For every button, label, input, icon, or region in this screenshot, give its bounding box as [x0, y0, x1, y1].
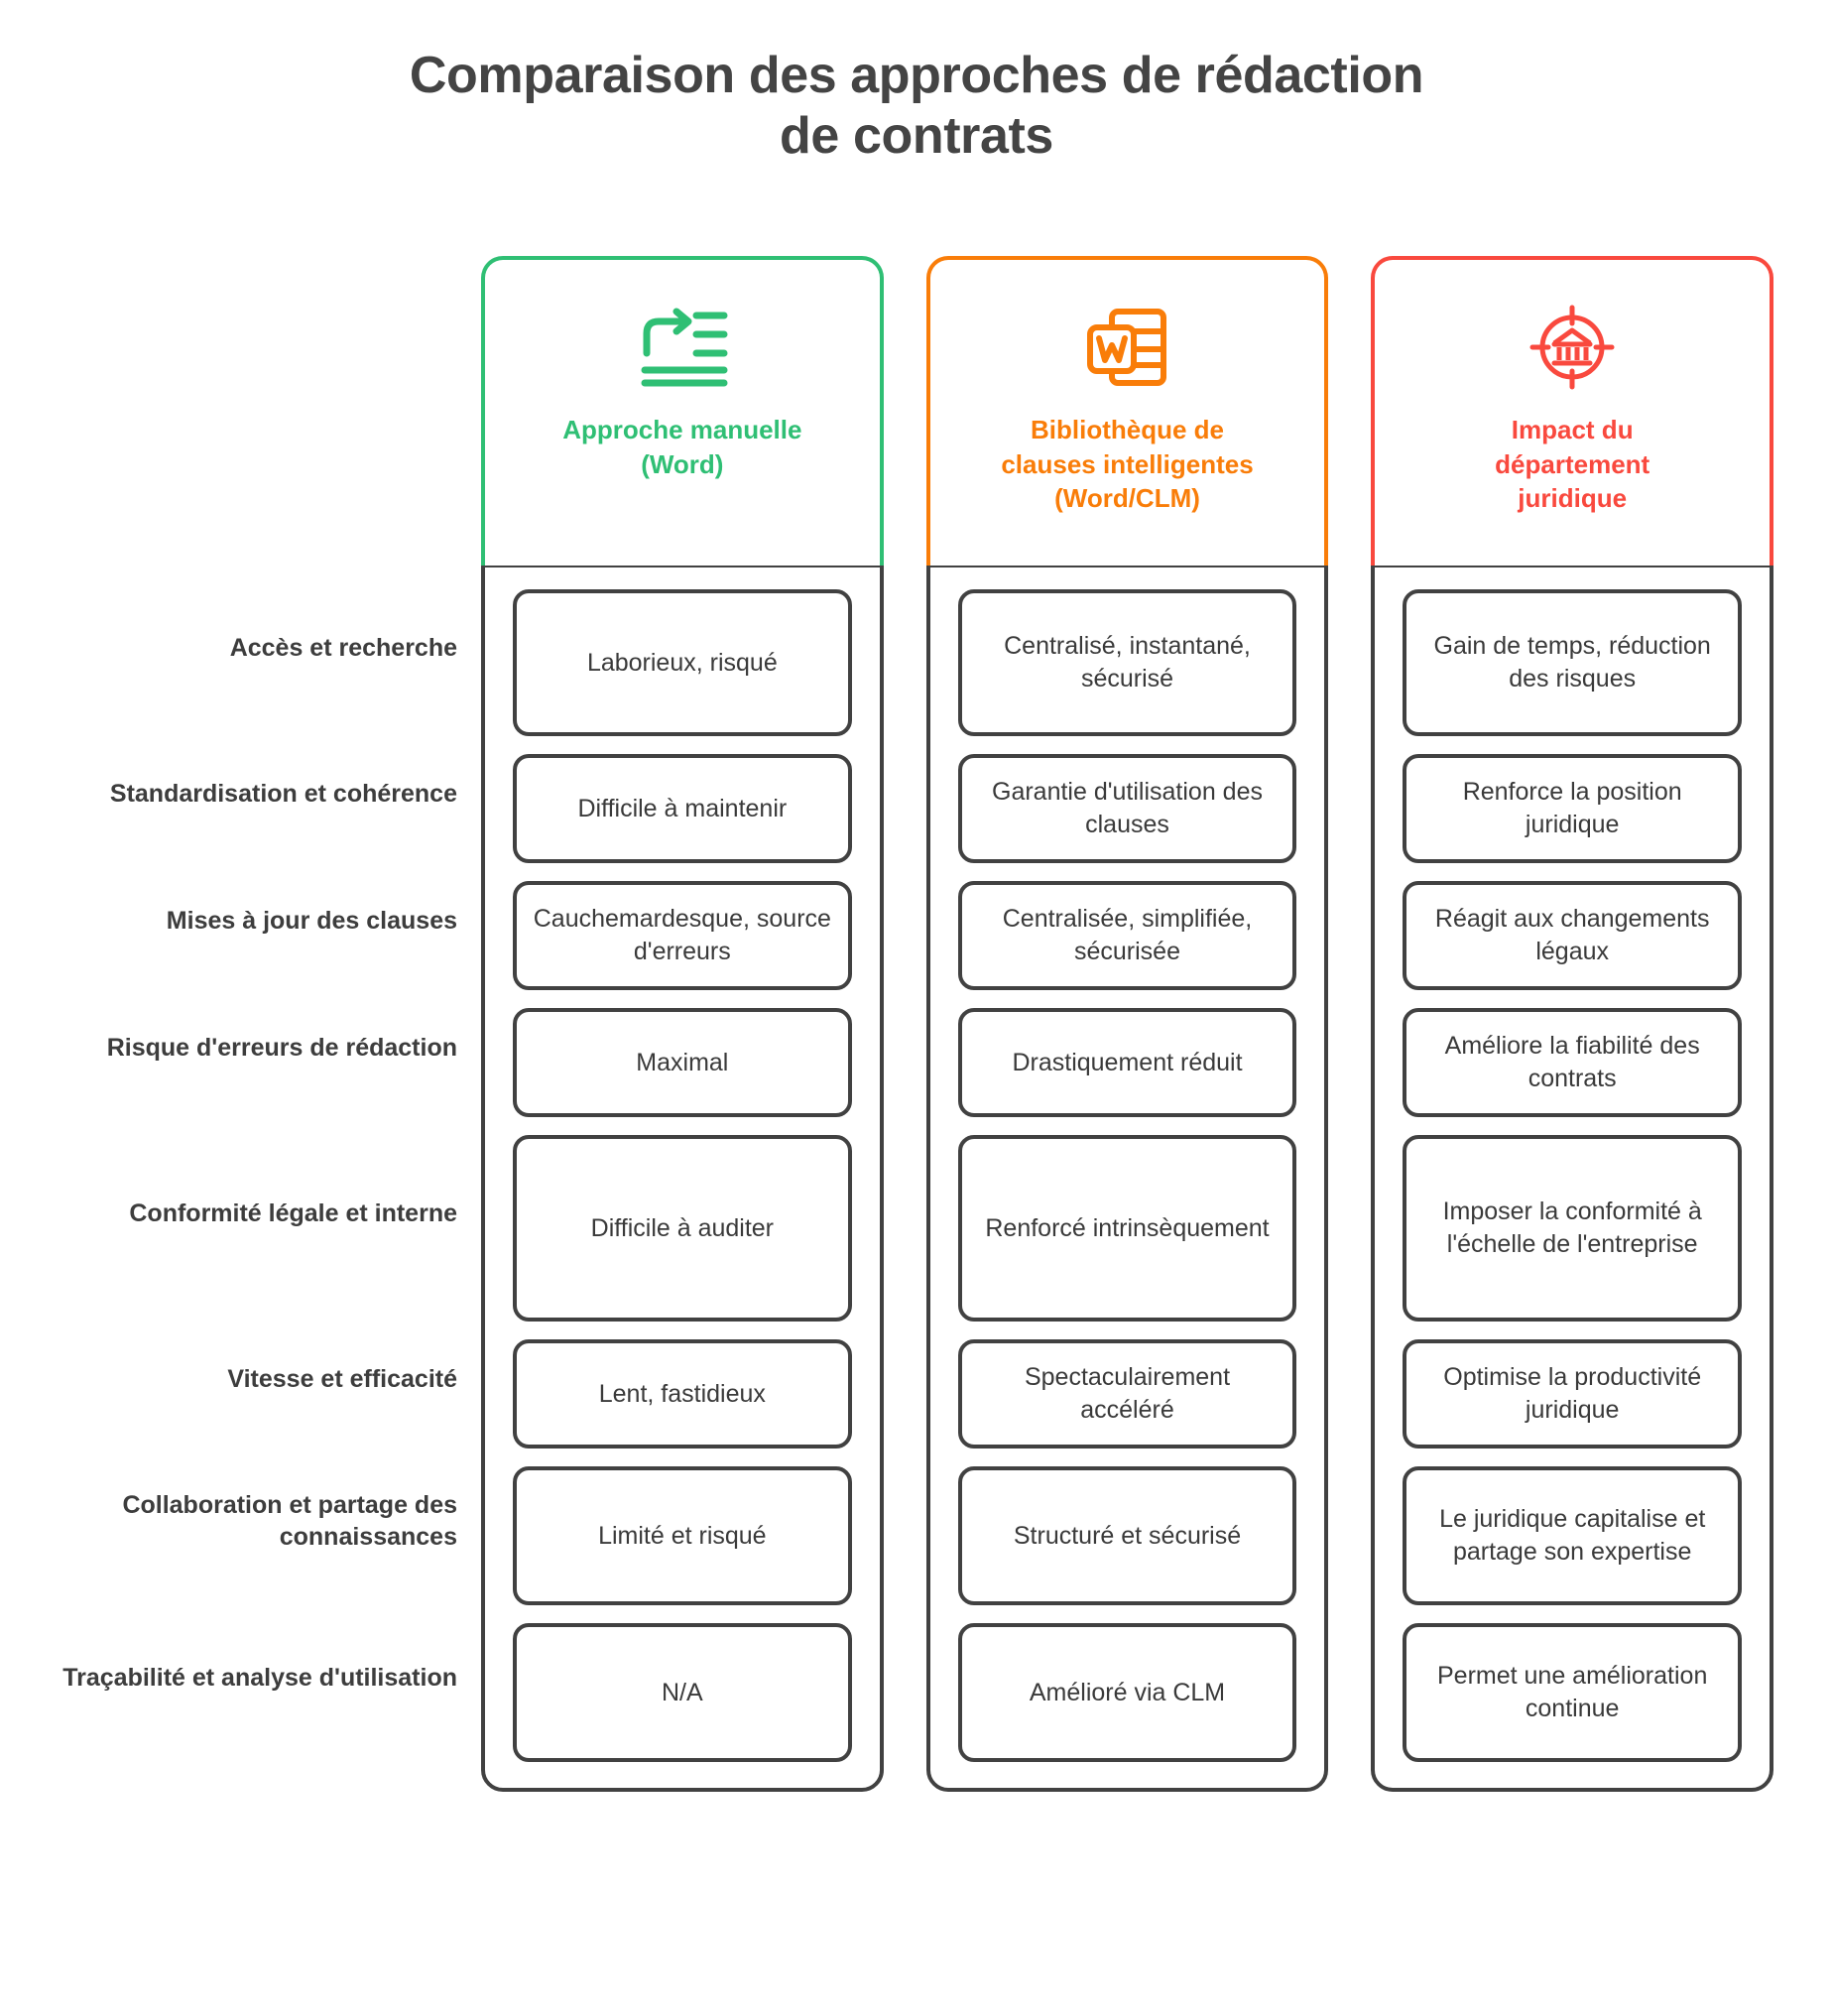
- row-label-collaboration-et-partage: Collaboration et partage des connaissanc…: [122, 1490, 457, 1552]
- column-body-approche-manuelle: Laborieux, risqué Difficile à maintenir …: [481, 564, 884, 1792]
- cell[interactable]: Spectaculairement accéléré: [957, 1339, 1297, 1449]
- cell[interactable]: Centralisée, simplifiée, sécurisée: [957, 881, 1297, 990]
- page-title-line-2: de contrats: [780, 107, 1053, 166]
- cell[interactable]: Centralisé, instantané, sécurisé: [957, 589, 1297, 736]
- comparison-columns: Approche manuelle (Word) Laborieux, risq…: [481, 256, 1833, 1792]
- column-header-line-3: juridique: [1518, 483, 1628, 514]
- word-document-icon: [1086, 296, 1169, 399]
- cell[interactable]: Structuré et sécurisé: [957, 1466, 1297, 1605]
- cell[interactable]: Optimise la productivité juridique: [1403, 1339, 1743, 1449]
- cell[interactable]: Imposer la conformité à l'échelle de l'e…: [1403, 1135, 1743, 1322]
- cell[interactable]: Renforcé intrinsèquement: [957, 1135, 1297, 1322]
- column-body-impact-juridique: Gain de temps, réduction des risques Ren…: [1371, 564, 1774, 1792]
- cell[interactable]: Amélioré via CLM: [957, 1623, 1297, 1762]
- row-label-standardisation-et-coherence: Standardisation et cohérence: [109, 779, 457, 808]
- column-header-line-2: (Word): [641, 448, 724, 479]
- cell[interactable]: Permet une amélioration continue: [1403, 1623, 1743, 1762]
- cell[interactable]: Laborieux, risqué: [513, 589, 852, 736]
- column-header-approche-manuelle: Approche manuelle (Word): [481, 256, 884, 566]
- row-label-column: Accès et recherche Standardisation et co…: [0, 256, 481, 1756]
- cell[interactable]: Limité et risqué: [513, 1466, 852, 1605]
- cell[interactable]: N/A: [513, 1623, 852, 1762]
- cell[interactable]: Cauchemardesque, source d'erreurs: [513, 881, 852, 990]
- cell[interactable]: Difficile à auditer: [513, 1135, 852, 1322]
- column-bibliotheque-clauses: Bibliothèque de clauses intelligentes (W…: [925, 256, 1329, 1792]
- row-label-risque-d-erreurs-de-redaction: Risque d'erreurs de rédaction: [106, 1033, 457, 1062]
- cell[interactable]: Garantie d'utilisation des clauses: [957, 754, 1297, 863]
- cell[interactable]: Réagit aux changements légaux: [1403, 881, 1743, 990]
- row-label-mises-a-jour-des-clauses: Mises à jour des clauses: [166, 906, 457, 935]
- column-header-line-1: Bibliothèque de: [1031, 415, 1224, 444]
- column-header-impact-juridique: Impact du département juridique: [1371, 256, 1774, 566]
- page-title: Comparaison des approches de rédaction d…: [0, 0, 1833, 168]
- column-header-line-1: Impact du: [1511, 415, 1634, 444]
- row-label-acces-et-recherche: Accès et recherche: [229, 633, 457, 662]
- column-header-bibliotheque-clauses: Bibliothèque de clauses intelligentes (W…: [925, 256, 1329, 566]
- cell[interactable]: Maximal: [513, 1008, 852, 1117]
- column-header-title-impact-juridique: Impact du département juridique: [1495, 413, 1650, 516]
- column-impact-juridique: Impact du département juridique Gain de …: [1371, 256, 1774, 1792]
- column-header-title-bibliotheque-clauses: Bibliothèque de clauses intelligentes (W…: [1001, 413, 1253, 516]
- comparison-table: Accès et recherche Standardisation et co…: [0, 256, 1833, 1792]
- column-header-line-1: Approche manuelle: [562, 415, 802, 444]
- row-label-vitesse-et-efficacite: Vitesse et efficacité: [227, 1364, 457, 1393]
- text-wrap-indent-icon: [637, 296, 728, 399]
- column-approche-manuelle: Approche manuelle (Word) Laborieux, risq…: [481, 256, 884, 1792]
- row-label-tracabilite-et-analyse: Traçabilité et analyse d'utilisation: [62, 1663, 457, 1692]
- row-label-conformite-legale-et-interne: Conformité légale et interne: [129, 1198, 457, 1227]
- cell[interactable]: Lent, fastidieux: [513, 1339, 852, 1449]
- cell[interactable]: Drastiquement réduit: [957, 1008, 1297, 1117]
- cell[interactable]: Renforce la position juridique: [1403, 754, 1743, 863]
- column-header-line-3: (Word/CLM): [1054, 483, 1200, 514]
- cell[interactable]: Difficile à maintenir: [513, 754, 852, 863]
- cell[interactable]: Le juridique capitalise et partage son e…: [1403, 1466, 1743, 1605]
- legal-target-icon: [1528, 296, 1616, 399]
- column-header-line-2: département: [1495, 448, 1650, 479]
- column-body-bibliotheque-clauses: Centralisé, instantané, sécurisé Garanti…: [925, 564, 1329, 1792]
- column-header-line-2: clauses intelligentes: [1001, 448, 1254, 479]
- column-header-title-approche-manuelle: Approche manuelle (Word): [562, 413, 801, 481]
- page-title-line-1: Comparaison des approches de rédaction: [409, 47, 1424, 104]
- cell[interactable]: Gain de temps, réduction des risques: [1403, 589, 1743, 736]
- cell[interactable]: Améliore la fiabilité des contrats: [1403, 1008, 1743, 1117]
